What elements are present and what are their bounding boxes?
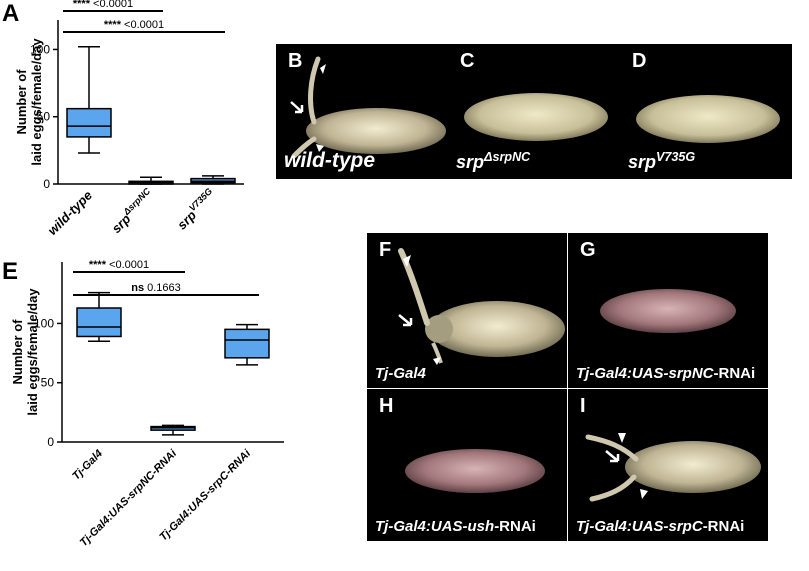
significance-label: **** <0.0001 <box>89 259 149 271</box>
photo-label: wild-type <box>284 149 376 172</box>
significance-label: **** <0.0001 <box>73 0 133 10</box>
y-tick-label: 50 <box>37 110 51 124</box>
photo-label: Tj-Gal4 <box>375 365 426 382</box>
category-label: Tj-Gal4 <box>70 448 105 483</box>
photo-letter: H <box>379 395 394 417</box>
panel-letter-a: A <box>2 0 20 27</box>
y-axis-label: Number oflaid eggs/female/day <box>14 38 44 166</box>
panel-letter-e: E <box>2 258 19 285</box>
photo-letter: D <box>632 50 647 72</box>
photo-g: G Tj-Gal4:UAS-srpNC-RNAi <box>568 233 768 388</box>
photo-label: srpΔsrpNC <box>456 150 531 172</box>
photo-label: Tj-Gal4:UAS-srpNC-RNAi <box>576 365 756 382</box>
y-tick-label: 0 <box>47 435 54 449</box>
photo-h: H Tj-Gal4:UAS-ush-RNAi <box>367 389 567 541</box>
photo-c: C srpΔsrpNC <box>448 44 620 179</box>
y-tick-label: 0 <box>43 177 50 191</box>
photo-letter: I <box>580 395 586 417</box>
photo-label: srpV735G <box>628 150 696 172</box>
significance-label: ns 0.1663 <box>131 282 181 294</box>
box <box>224 328 270 359</box>
photo-letter: F <box>379 239 392 261</box>
photo-b: B wild-type <box>276 44 448 179</box>
photo-f: F Tj-Gal4 <box>367 233 567 388</box>
photo-letter: C <box>460 50 475 72</box>
photo-letter: G <box>580 239 596 261</box>
y-tick-label: 100 <box>34 316 54 330</box>
y-tick-label: 100 <box>30 42 50 56</box>
box <box>76 307 122 338</box>
photo-letter: B <box>288 50 303 72</box>
photo-label: Tj-Gal4:UAS-ush-RNAi <box>375 518 536 535</box>
significance-label: **** <0.0001 <box>104 19 164 31</box>
photo-d: D srpV735G <box>620 44 792 179</box>
box <box>66 107 112 138</box>
photo-label: Tj-Gal4:UAS-srpC-RNAi <box>576 518 745 535</box>
y-axis-label: Number oflaid eggs/female/day <box>10 288 40 416</box>
y-tick-label: 50 <box>41 376 55 390</box>
photo-i: I Tj-Gal4:UAS-srpC-RNAi <box>568 389 768 541</box>
